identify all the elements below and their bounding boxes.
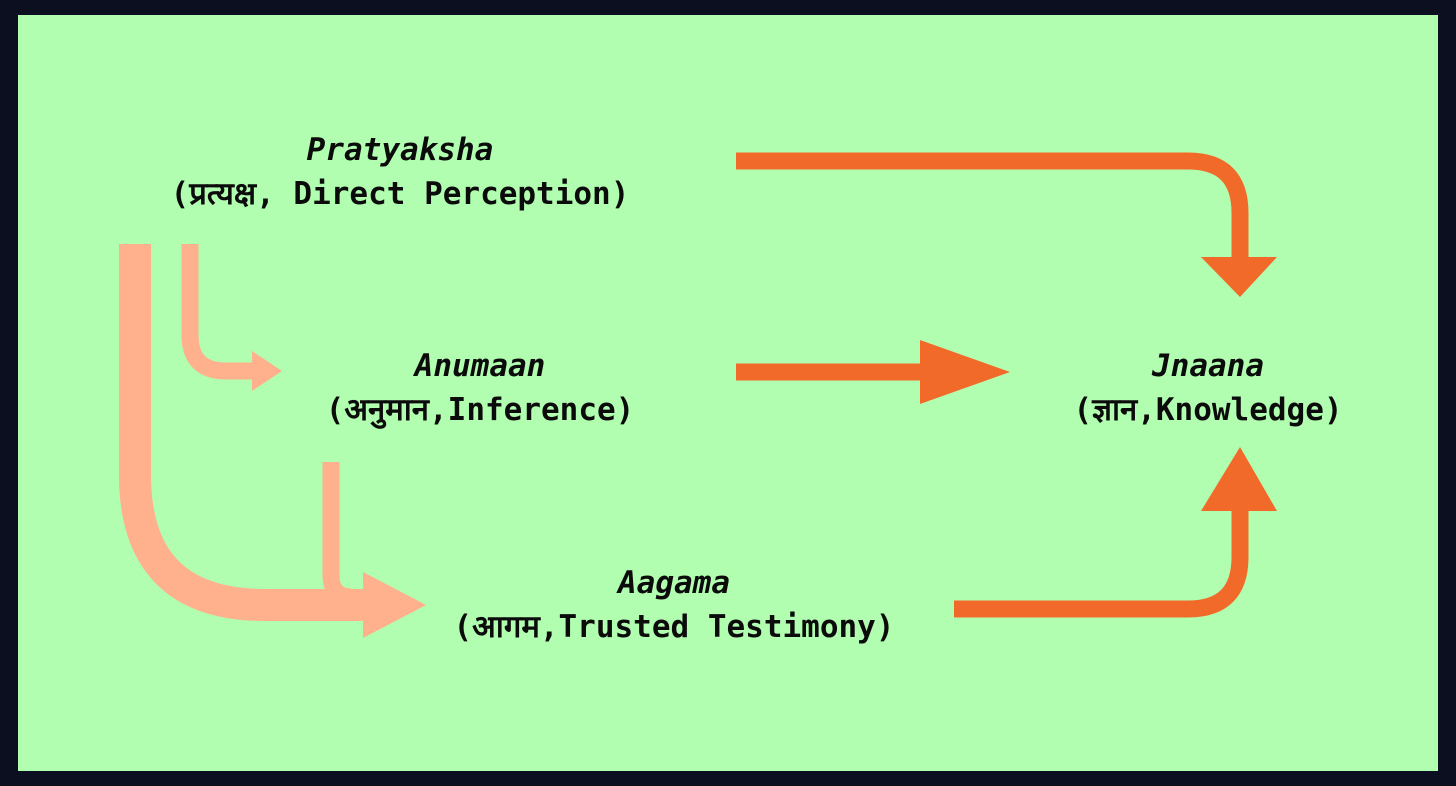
arrowhead-anumaan-to-jnaana — [920, 340, 1010, 404]
node-aagama-title: Aagama — [618, 565, 730, 601]
node-aagama: Aagama (आगम,Trusted Testimony) — [454, 561, 895, 649]
arrow-aagama-to-jnaana — [954, 507, 1249, 618]
arrow-pratyaksha-to-anumaan — [181, 244, 256, 380]
node-anumaan-title: Anumaan — [414, 348, 546, 384]
arrowhead-aagama-to-jnaana — [1201, 447, 1277, 511]
node-jnaana: Jnaana (ज्ञान,Knowledge) — [1073, 344, 1342, 432]
node-anumaan: Anumaan (अनुमान,Inference) — [326, 344, 635, 432]
arrows-layer — [119, 152, 1277, 638]
arrow-anumaan-to-aagama — [322, 462, 352, 606]
node-pratyaksha: Pratyaksha (प्रत्यक्ष, Direct Perception… — [171, 128, 630, 216]
arrow-pratyaksha-to-aagama — [119, 244, 370, 621]
node-jnaana-title: Jnaana — [1152, 348, 1264, 384]
node-jnaana-subtitle: (ज्ञान,Knowledge) — [1073, 392, 1343, 428]
arrowhead-pratyaksha-to-aagama — [363, 572, 426, 638]
node-pratyaksha-subtitle: (प्रत्यक्ष, Direct Perception) — [170, 176, 630, 212]
node-anumaan-subtitle: (अनुमान,Inference) — [325, 392, 635, 428]
diagram-canvas: Pratyaksha (प्रत्यक्ष, Direct Perception… — [18, 15, 1438, 771]
node-pratyaksha-title: Pratyaksha — [306, 132, 494, 168]
arrow-pratyaksha-to-jnaana — [736, 152, 1249, 259]
arrowhead-pratyaksha-to-anumaan — [252, 351, 282, 391]
node-aagama-subtitle: (आगम,Trusted Testimony) — [453, 609, 895, 645]
arrowhead-pratyaksha-to-jnaana — [1201, 257, 1277, 297]
